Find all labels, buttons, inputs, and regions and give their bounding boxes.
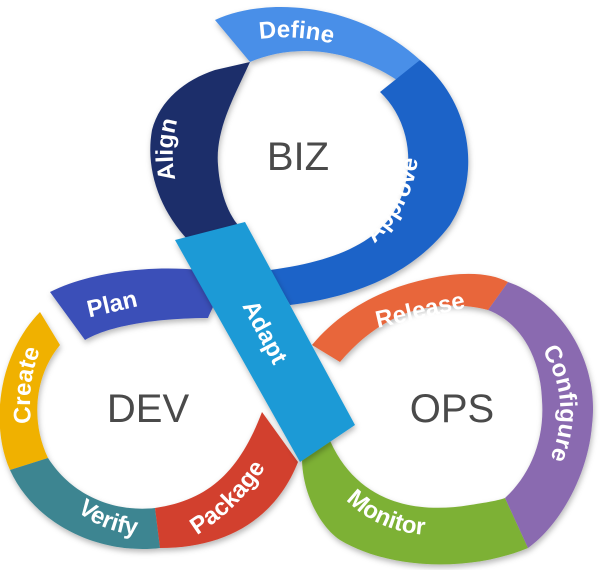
segment-package — [155, 412, 298, 548]
segment-create — [0, 312, 60, 470]
center-label-biz: BIZ — [267, 135, 329, 179]
center-label-dev: DEV — [107, 387, 190, 431]
segment-plan — [50, 268, 215, 340]
segment-align — [150, 62, 250, 240]
adapt-band — [175, 222, 355, 462]
segment-monitor — [302, 428, 528, 565]
label-align: Align — [152, 115, 183, 182]
segment-configure — [488, 282, 594, 548]
segment-verify — [10, 458, 160, 550]
segment-release — [312, 273, 508, 362]
segment-adapt — [175, 222, 355, 462]
center-label-ops: OPS — [410, 387, 494, 431]
segment-approve — [270, 60, 469, 305]
biz-loop — [150, 7, 469, 305]
segment-define — [215, 7, 420, 82]
ops-loop — [302, 273, 594, 565]
dev-loop — [0, 268, 298, 550]
